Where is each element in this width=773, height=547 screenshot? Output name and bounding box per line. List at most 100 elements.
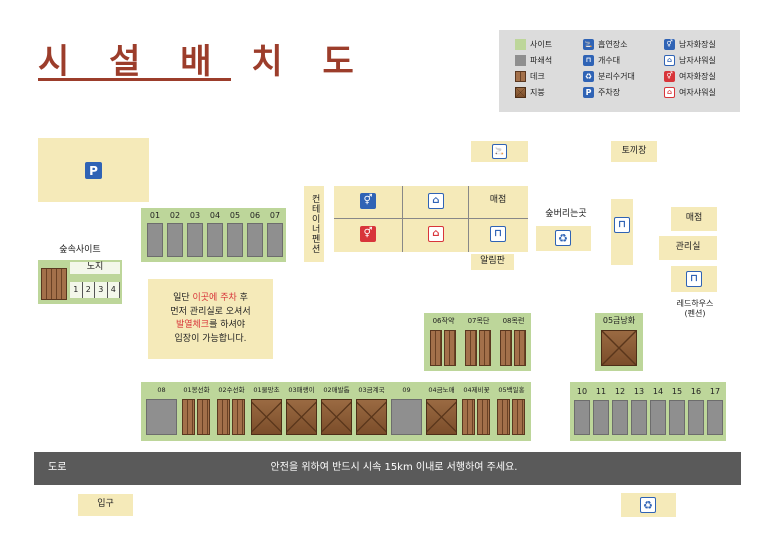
site-number: 04 bbox=[209, 210, 221, 220]
notice-text: 를 하셔야 bbox=[209, 320, 246, 330]
legend-label: 흡연장소 bbox=[598, 40, 628, 49]
gravel-pad bbox=[147, 223, 163, 257]
outdoor-cell: 4 bbox=[107, 282, 120, 298]
site-number: 17 bbox=[709, 386, 721, 396]
sink-area: ⊓ bbox=[611, 199, 633, 265]
recycle-icon: ♻ bbox=[555, 230, 571, 246]
facility-building: ⚥ ⌂ 매점 ⚥ ⌂ ⊓ bbox=[334, 186, 528, 252]
notice-line-1: 일단 이곳에 주차 후 bbox=[173, 292, 248, 306]
deck-block bbox=[465, 330, 477, 366]
notice-line-3: 발열체크를 하셔야 bbox=[176, 319, 245, 333]
male-shower-icon: ⌂ bbox=[428, 193, 444, 209]
roof-block bbox=[356, 399, 387, 435]
road-speed-notice: 안전을 위하여 반드시 시속 15km 이내로 서행하여 주세요. bbox=[270, 462, 518, 474]
legend: 사이트 파쇄석 데크 지붕 🚬 흡연장소 ⊓ 개수대 ♻ 분리수거대 P 주차장… bbox=[499, 30, 740, 112]
roof-block bbox=[321, 399, 352, 435]
recycle-area-bottom: ♻ bbox=[621, 493, 676, 517]
roof-swatch-icon bbox=[515, 87, 526, 98]
rabbit-cage: 토끼장 bbox=[611, 141, 657, 162]
deck-block bbox=[444, 330, 456, 366]
gravel-pad bbox=[227, 223, 243, 257]
notice-text: 후 bbox=[236, 293, 248, 303]
faucet-icon: ⊓ bbox=[614, 217, 630, 233]
deck-block bbox=[497, 399, 510, 435]
female-shower-icon: ⌂ bbox=[428, 226, 444, 242]
faucet-icon: ⊓ bbox=[583, 55, 594, 66]
pad-swatch-icon bbox=[515, 55, 526, 66]
legend-female-shower: ⌂ 여자샤워실 bbox=[664, 87, 716, 98]
site-number: 03 bbox=[189, 210, 201, 220]
legend-label: 주차장 bbox=[598, 88, 621, 97]
legend-roof: 지붕 bbox=[515, 87, 545, 98]
outdoor-label: 노지 bbox=[70, 262, 120, 274]
site-number: 10 bbox=[576, 386, 588, 396]
shop2: 매점 bbox=[671, 207, 717, 231]
legend-site: 사이트 bbox=[515, 39, 552, 50]
site-number: 02 bbox=[169, 210, 181, 220]
deck-block bbox=[512, 399, 525, 435]
female-toilet-icon: ⚥ bbox=[360, 226, 376, 242]
smoking-icon: 🚬 bbox=[583, 39, 594, 50]
roof-block bbox=[601, 330, 637, 366]
site-label: 01봉선화 bbox=[183, 385, 210, 394]
site-number: 13 bbox=[633, 386, 645, 396]
deck-swatch-icon bbox=[515, 71, 526, 82]
forest-trail-label: 숲버리는곳 bbox=[545, 209, 587, 220]
legend-label: 남자화장실 bbox=[679, 40, 716, 49]
deck-block bbox=[462, 399, 475, 435]
site-label: 02매발톱 bbox=[323, 385, 350, 394]
site-label: 05백일홍 bbox=[498, 385, 525, 394]
deck-block bbox=[232, 399, 245, 435]
gravel-pad bbox=[688, 400, 704, 435]
roof-block bbox=[251, 399, 282, 435]
legend-male-shower: ⌂ 남자샤워실 bbox=[664, 55, 716, 66]
container-pension: 컨테이너펜션 bbox=[304, 186, 324, 262]
gravel-pad bbox=[247, 223, 263, 257]
legend-pad: 파쇄석 bbox=[515, 55, 552, 66]
site-label: 09 bbox=[402, 385, 411, 394]
title-underline bbox=[38, 78, 231, 81]
notice-board-label: 알림판 bbox=[471, 254, 514, 270]
recycle-icon: ♻ bbox=[640, 497, 656, 513]
gravel-pad bbox=[593, 400, 609, 435]
deck-block bbox=[479, 330, 491, 366]
gravel-pad bbox=[207, 223, 223, 257]
office: 관리실 bbox=[659, 236, 717, 260]
legend-label: 개수대 bbox=[598, 56, 621, 65]
site-label: 08목련 bbox=[502, 316, 525, 325]
legend-label: 데크 bbox=[530, 72, 545, 81]
recycle-icon: ♻ bbox=[583, 71, 594, 82]
outdoor-cell: 3 bbox=[95, 282, 108, 298]
deck-block bbox=[500, 330, 512, 366]
roof-block bbox=[286, 399, 317, 435]
site-geumnang: 05금낭화 bbox=[595, 313, 643, 371]
gravel-pad bbox=[391, 399, 422, 435]
site-number: 14 bbox=[652, 386, 664, 396]
shower-kiosk: ⊓ bbox=[671, 266, 717, 292]
deck-block bbox=[430, 330, 442, 366]
shower-icon: ⌂ bbox=[664, 87, 675, 98]
site-number: 07 bbox=[269, 210, 281, 220]
site-number: 16 bbox=[690, 386, 702, 396]
gravel-pad bbox=[167, 223, 183, 257]
site-number: 15 bbox=[671, 386, 683, 396]
road-label: 도로 bbox=[48, 462, 67, 474]
outdoor-cell: 1 bbox=[70, 282, 83, 298]
legend-smoking: 🚬 흡연장소 bbox=[583, 39, 627, 50]
entrance: 입구 bbox=[78, 494, 133, 516]
male-toilet-icon: ⚥ bbox=[360, 193, 376, 209]
gravel-pad bbox=[650, 400, 666, 435]
deck-block bbox=[477, 399, 490, 435]
legend-label: 사이트 bbox=[530, 40, 553, 49]
forest-site-label: 숲속사이트 bbox=[59, 245, 101, 256]
gravel-pad bbox=[267, 223, 283, 257]
toilet-icon: ⚥ bbox=[664, 39, 675, 50]
site-number: 11 bbox=[595, 386, 607, 396]
legend-female-toilet: ⚥ 여자화장실 bbox=[664, 71, 716, 82]
notice-box: 일단 이곳에 주차 후 먼저 관리실로 오셔서 발열체크를 하셔야 입장이 가능… bbox=[148, 279, 273, 359]
shower-icon: ⌂ bbox=[664, 55, 675, 66]
parking-icon: P bbox=[583, 87, 594, 98]
